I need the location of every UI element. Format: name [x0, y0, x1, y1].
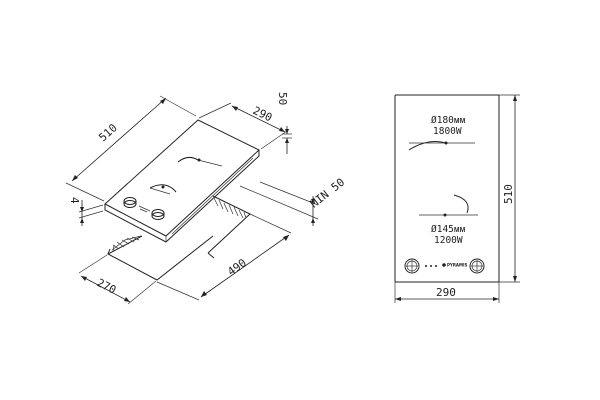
dim-thickness-iso: 50 — [276, 92, 292, 154]
cooking-zones-iso — [149, 156, 223, 195]
dim-side-label: 4 — [68, 197, 81, 204]
dim-width-top: 290 — [394, 282, 500, 303]
top-plate — [394, 94, 500, 283]
dim-width-top-label: 290 — [436, 286, 456, 299]
brand-label: PYRAMIS — [447, 263, 467, 268]
dim-depth-label: 290 — [251, 104, 275, 124]
large-zone-power: 1800W — [433, 126, 462, 137]
small-zone-power: 1200W — [434, 235, 463, 246]
dim-cutout-length: 490 — [156, 213, 292, 301]
dim-cutout-width: 270 — [78, 254, 157, 305]
dim-height-label: 510 — [502, 184, 515, 204]
cooking-zone-large: Ø180ᴍᴍ 1800W — [408, 115, 475, 151]
dim-width-label: 510 — [96, 121, 119, 144]
knob-right-icon — [469, 258, 485, 274]
dim-clearance-iso: MIN 50 — [239, 176, 347, 226]
control-panel-top: PYRAMIS — [404, 258, 485, 274]
knob-left-icon — [404, 258, 420, 274]
control-knobs-iso — [123, 197, 165, 220]
dim-cutout-length-label: 490 — [225, 256, 249, 278]
dim-clearance-label: MIN 50 — [308, 176, 347, 211]
dim-width-iso: 510 — [65, 95, 197, 202]
brand-logo: PYRAMIS — [442, 263, 467, 268]
dim-side-iso: 4 — [68, 197, 104, 226]
indicator-dots — [425, 265, 437, 267]
top-view: 510 290 Ø180ᴍᴍ 1800W Ø145ᴍᴍ 1200W — [394, 94, 520, 303]
small-zone-diameter: Ø145ᴍᴍ — [431, 224, 466, 235]
iso-view: 510 290 50 4 — [65, 92, 347, 305]
dim-thickness-label: 50 — [276, 92, 289, 105]
large-zone-diameter: Ø180ᴍᴍ — [431, 115, 466, 126]
cooking-zone-small: Ø145ᴍᴍ 1200W — [419, 194, 478, 246]
dim-height-top: 510 — [499, 94, 520, 283]
hob-plate — [104, 119, 260, 243]
